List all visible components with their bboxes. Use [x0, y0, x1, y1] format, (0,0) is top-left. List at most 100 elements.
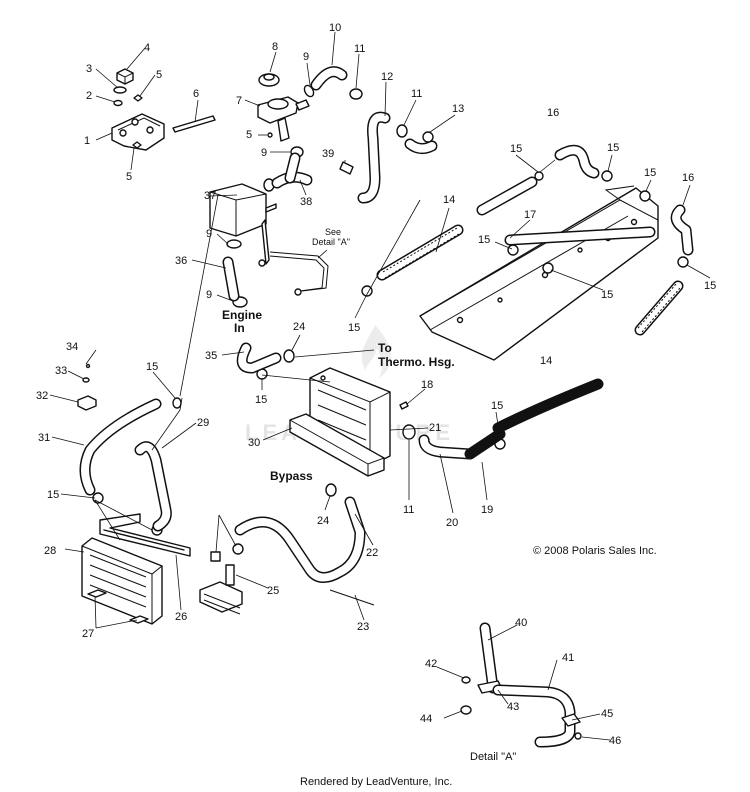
callout-9b: 9	[261, 147, 267, 159]
callout-15a: 15	[510, 143, 522, 155]
part-7-filler-neck	[257, 96, 310, 142]
callout-23: 23	[357, 621, 369, 633]
part-10-hose	[310, 66, 348, 91]
part-17-mounting-plate	[419, 185, 659, 361]
callout-5a: 5	[156, 69, 162, 81]
callout-17: 17	[524, 209, 536, 221]
part-34-screw	[85, 363, 91, 369]
note-engine: Engine	[222, 308, 262, 322]
leader-lines	[49, 31, 711, 741]
callout-24b: 24	[317, 515, 329, 527]
callout-38: 38	[300, 196, 312, 208]
callout-5c: 5	[246, 129, 252, 141]
part-4-cap	[116, 68, 134, 85]
footer-text: Rendered by LeadVenture, Inc.	[300, 776, 452, 788]
callout-11c: 11	[403, 504, 414, 516]
part-1-bracket	[111, 113, 165, 151]
callout-15i: 15	[146, 361, 158, 373]
callout-24a: 24	[293, 321, 305, 333]
callout-12: 12	[381, 71, 393, 83]
callout-11b: 11	[411, 88, 422, 100]
note-bypass: Bypass	[270, 469, 313, 483]
part-27-pads	[87, 589, 149, 624]
callout-32: 32	[36, 390, 48, 402]
part-6-rod	[172, 115, 216, 133]
part-5-screws	[132, 94, 273, 149]
callout-15d: 15	[478, 234, 490, 246]
part-36-hose	[222, 256, 240, 302]
callout-19: 19	[481, 504, 493, 516]
callout-15f: 15	[704, 280, 716, 292]
callout-15g: 15	[348, 322, 360, 334]
callout-15c: 15	[644, 167, 656, 179]
callout-16a: 16	[547, 107, 559, 119]
detail-a-mini-assembly	[258, 219, 329, 296]
callout-37: 37	[204, 190, 216, 202]
callout-9d: 9	[206, 289, 212, 301]
callout-11a: 11	[354, 43, 365, 55]
callout-7: 7	[236, 95, 242, 107]
part-28-cooler	[81, 537, 163, 625]
callout-16b: 16	[682, 172, 694, 184]
callout-13: 13	[452, 103, 464, 115]
callout-15h: 15	[255, 394, 267, 406]
part-18-screw	[399, 401, 409, 410]
note-engine-in: In	[234, 321, 245, 335]
callout-14b: 14	[540, 355, 552, 367]
part-9-hose-link	[284, 152, 301, 184]
callout-1: 1	[84, 135, 90, 147]
callout-33: 33	[55, 365, 67, 377]
note-detail-a: Detail "A"	[470, 751, 516, 763]
part-29-hose	[134, 441, 172, 532]
callout-42: 42	[425, 658, 437, 670]
callout-9c: 9	[206, 228, 212, 240]
callout-4: 4	[144, 42, 150, 54]
note-detail-ref: Detail "A"	[312, 237, 350, 247]
part-8-cap	[258, 73, 280, 87]
callout-25: 25	[267, 585, 279, 597]
part-19-corrugated-hose	[464, 428, 506, 460]
callout-15k: 15	[47, 489, 59, 501]
callout-36: 36	[175, 255, 187, 267]
part-22-hose	[234, 496, 366, 583]
part-26-pipes	[99, 513, 191, 557]
callout-15e: 15	[601, 289, 613, 301]
part-23-tie	[329, 589, 375, 606]
callout-31: 31	[38, 432, 50, 444]
part-14-tubes	[376, 176, 684, 434]
callout-6: 6	[193, 88, 199, 100]
callout-8: 8	[272, 41, 278, 53]
callout-15j: 15	[491, 400, 503, 412]
callout-18: 18	[421, 379, 433, 391]
part-32-bracket	[77, 395, 97, 411]
part-12-hose	[357, 111, 391, 204]
part-2-washer	[113, 99, 123, 107]
callout-39: 39	[322, 148, 334, 160]
callout-35: 35	[205, 350, 217, 362]
part-24-clamps	[325, 483, 337, 497]
callout-26: 26	[175, 611, 187, 623]
detail-a-assembly	[460, 622, 582, 748]
callout-2: 2	[86, 90, 92, 102]
part-33-washer	[82, 377, 90, 383]
callout-29: 29	[197, 417, 209, 429]
part-13-hose	[404, 131, 438, 155]
part-11-clamps	[349, 88, 416, 440]
part-17-tube	[504, 226, 656, 246]
callout-20: 20	[446, 517, 458, 529]
callout-41: 41	[562, 652, 574, 664]
callout-44: 44	[420, 713, 432, 725]
callout-9a: 9	[303, 51, 309, 63]
part-35-hose	[236, 342, 295, 374]
callout-14a: 14	[443, 194, 455, 206]
diagram-notes: See Detail "A" Engine In To Thermo. Hsg.…	[222, 227, 516, 763]
note-see: See	[325, 227, 341, 237]
note-to: To	[378, 341, 392, 355]
part-16-hoses	[554, 144, 694, 256]
callout-21: 21	[429, 422, 441, 434]
part-31-hose	[79, 398, 162, 496]
copyright-text: © 2008 Polaris Sales Inc.	[533, 545, 657, 557]
callout-28: 28	[44, 545, 56, 557]
callout-27: 27	[82, 628, 94, 640]
